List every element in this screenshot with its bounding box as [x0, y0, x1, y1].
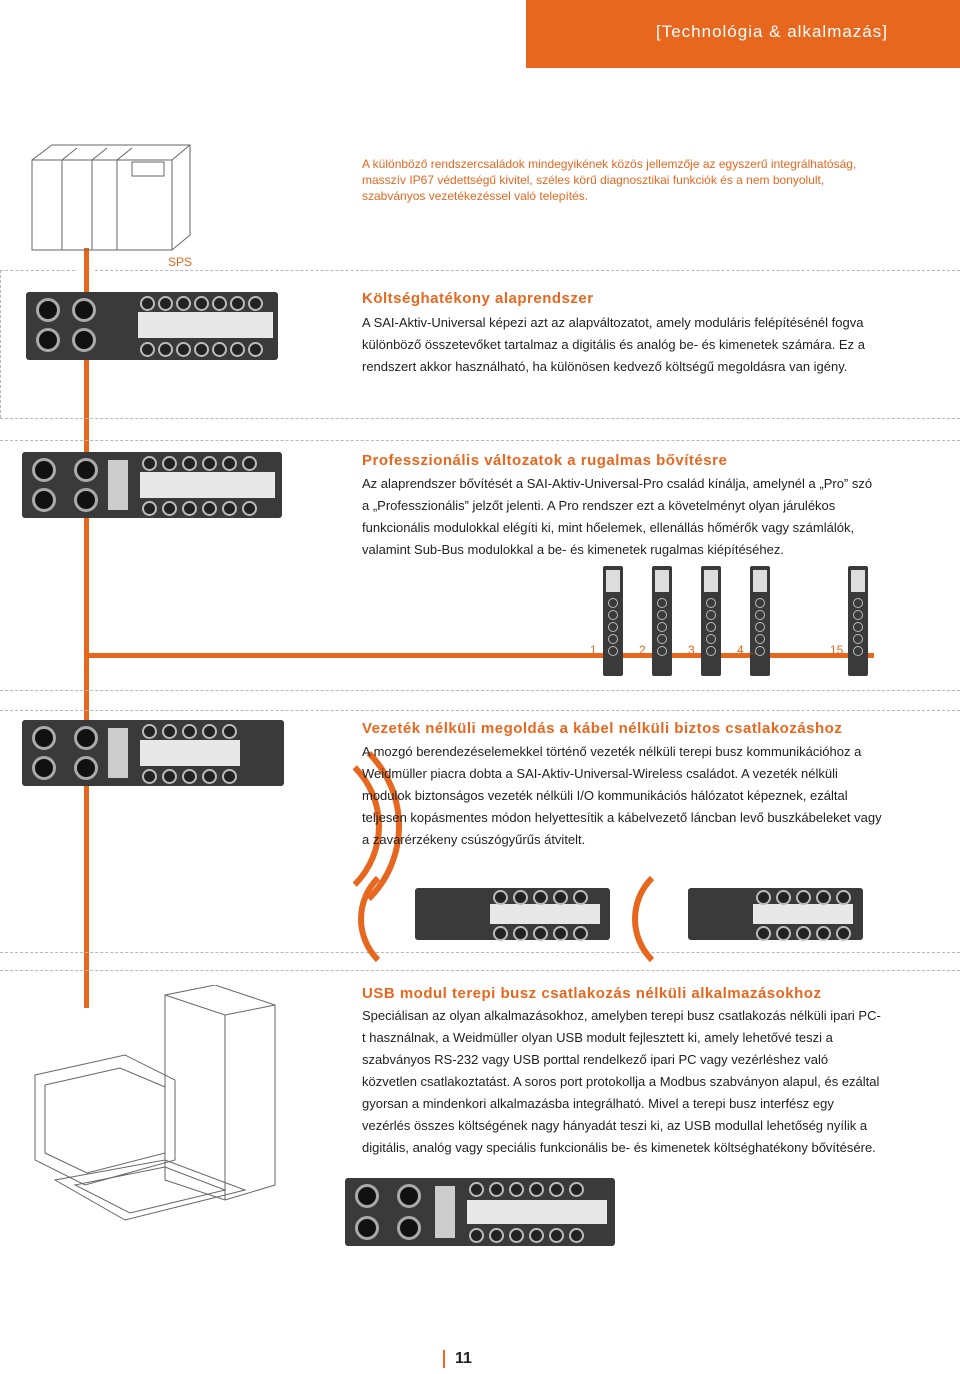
header-title: [Technológia & alkalmazás] — [655, 22, 888, 41]
io-module-wireless-remote — [688, 888, 863, 941]
radio-wave — [632, 858, 754, 980]
io-module-basic — [26, 292, 278, 360]
page-number: 11 — [443, 1350, 472, 1368]
sps-label: SPS — [168, 255, 193, 269]
module-number: 3 — [688, 643, 695, 657]
section-divider — [0, 418, 960, 419]
io-module-usb — [345, 1178, 615, 1246]
subbus-module — [603, 566, 623, 676]
section-divider — [0, 952, 960, 953]
section-divider — [95, 270, 960, 271]
section-title: Vezeték nélküli megoldás a kábel nélküli… — [362, 720, 843, 737]
header-bar — [526, 0, 960, 68]
radio-wave — [190, 720, 402, 932]
subbus-module — [652, 566, 672, 676]
module-number: 15 — [830, 643, 844, 657]
section-divider — [0, 970, 960, 971]
module-number: 1 — [590, 643, 597, 657]
section-title: USB modul terepi busz csatlakozás nélkül… — [362, 985, 822, 1002]
radio-wave — [210, 740, 382, 912]
section-divider — [0, 270, 1, 418]
section-divider — [0, 270, 75, 271]
section-divider — [0, 690, 960, 691]
section-body: Speciálisan az olyan alkalmazásokhoz, am… — [362, 1008, 881, 1155]
subbus-module — [750, 566, 770, 676]
intro-text: A különböző rendszercsaládok mindegyikén… — [362, 157, 857, 203]
bus-line-branch — [84, 653, 874, 658]
section-body: Az alaprendszer bővítését a SAI-Aktiv-Un… — [362, 476, 873, 557]
subbus-module — [848, 566, 868, 676]
subbus-module — [701, 566, 721, 676]
io-module-wireless-remote — [415, 888, 610, 941]
section-body: A mozgó berendezéselemekkel történő veze… — [362, 744, 882, 847]
io-module-wireless — [22, 720, 284, 786]
section-body: A SAI-Aktiv-Universal képezi azt az alap… — [362, 315, 865, 374]
section-divider — [0, 710, 960, 711]
radio-wave — [358, 858, 480, 980]
io-module-pro — [22, 452, 282, 518]
plc-illustration — [31, 144, 191, 251]
section-divider — [0, 440, 960, 441]
pc-illustration — [34, 985, 276, 1221]
section-title: Professzionális változatok a rugalmas bő… — [362, 452, 728, 469]
module-number: 2 — [639, 643, 646, 657]
section-title: Költséghatékony alaprendszer — [362, 290, 594, 307]
module-number: 4 ... — [737, 643, 758, 657]
bus-line — [84, 248, 89, 1008]
